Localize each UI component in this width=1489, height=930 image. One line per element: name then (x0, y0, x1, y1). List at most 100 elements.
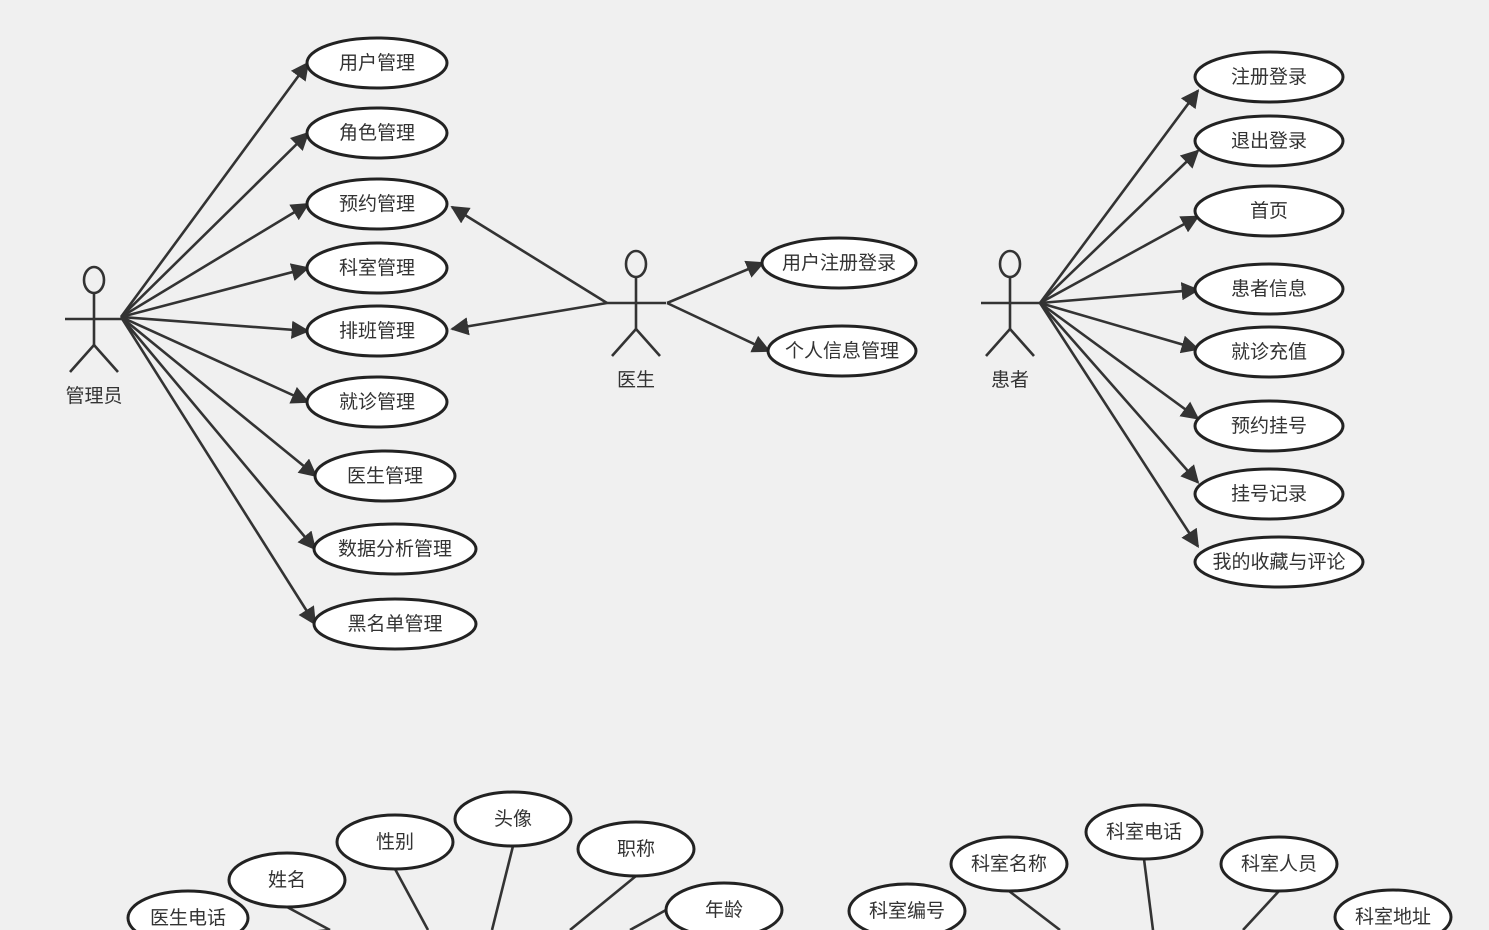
doctor-attribute[interactable]: 头像 (453, 790, 573, 848)
association-arrow (1039, 301, 1200, 354)
use-case-ellipse[interactable] (576, 820, 696, 878)
use-case-ellipse[interactable] (847, 882, 967, 930)
patient-use-case[interactable]: 预约挂号 (1193, 399, 1345, 453)
use-case-label: 挂号记录 (1231, 483, 1307, 505)
association-arrow (1038, 89, 1200, 304)
use-case-ellipse[interactable] (312, 522, 478, 576)
use-case-ellipse[interactable] (760, 236, 918, 290)
use-case-label: 预约挂号 (1231, 415, 1307, 437)
actor-head (82, 265, 106, 295)
use-case-ellipse[interactable] (335, 813, 455, 871)
attribute-connector (1008, 889, 1061, 930)
attribute-connector (569, 874, 637, 930)
patient-use-case[interactable]: 患者信息 (1193, 262, 1345, 316)
use-case-ellipse[interactable] (664, 881, 784, 930)
use-case-ellipse[interactable] (1193, 467, 1345, 521)
actor-leg (635, 328, 661, 357)
doctor-attribute[interactable]: 年龄 (664, 881, 784, 930)
doctor-attribute[interactable]: 性别 (335, 813, 455, 871)
doctor-use-case[interactable]: 个人信息管理 (766, 324, 918, 378)
use-case-label: 排班管理 (339, 320, 415, 342)
use-case-ellipse[interactable] (949, 835, 1069, 893)
department-attribute[interactable]: 科室地址 (1333, 888, 1453, 930)
patient-use-case[interactable]: 首页 (1193, 184, 1345, 238)
use-case-label: 用户注册登录 (782, 252, 896, 274)
use-case-label: 科室管理 (339, 257, 415, 279)
department-attribute[interactable]: 科室电话 (1084, 803, 1204, 861)
actor-doctor: 医生 (607, 249, 666, 391)
attribute-connector (286, 905, 331, 930)
use-case-label: 职称 (617, 838, 655, 860)
admin-use-case[interactable]: 角色管理 (305, 106, 449, 160)
use-case-ellipse[interactable] (453, 790, 573, 848)
use-case-label: 就诊管理 (339, 391, 415, 413)
use-case-label: 科室编号 (869, 900, 945, 922)
association-arrow (666, 260, 765, 305)
use-case-ellipse[interactable] (126, 889, 250, 930)
association-arrow (1038, 302, 1200, 548)
admin-use-case[interactable]: 科室管理 (305, 241, 449, 295)
admin-use-case[interactable]: 黑名单管理 (312, 597, 478, 651)
actor-label: 管理员 (65, 385, 122, 407)
use-case-ellipse[interactable] (305, 375, 449, 429)
doctor-use-case[interactable]: 用户注册登录 (760, 236, 918, 290)
patient-use-case[interactable]: 挂号记录 (1193, 467, 1345, 521)
use-case-ellipse[interactable] (227, 851, 347, 909)
use-case-label: 就诊充值 (1231, 341, 1307, 363)
department-attribute[interactable]: 科室编号 (847, 882, 967, 930)
use-case-ellipse[interactable] (305, 304, 449, 358)
use-case-ellipse[interactable] (1193, 114, 1345, 168)
doctor-attribute[interactable]: 医生电话 (126, 889, 250, 930)
use-case-label: 头像 (494, 808, 532, 830)
admin-use-case[interactable]: 数据分析管理 (312, 522, 478, 576)
association-arrow (1039, 215, 1200, 305)
use-case-label: 退出登录 (1231, 130, 1307, 152)
use-case-label: 姓名 (268, 869, 306, 891)
actor-leg (985, 328, 1011, 357)
use-case-ellipse[interactable] (1193, 325, 1345, 379)
use-case-ellipse[interactable] (1193, 50, 1345, 104)
actor-label: 医生 (617, 369, 655, 391)
admin-use-case[interactable]: 医生管理 (313, 449, 457, 503)
attribute-connector (1242, 890, 1280, 930)
actor-leg (1009, 328, 1035, 357)
use-case-label: 黑名单管理 (347, 613, 442, 635)
use-case-ellipse[interactable] (1084, 803, 1204, 861)
association-arrow (1039, 301, 1200, 420)
attribute-connector (393, 868, 430, 930)
use-case-label: 科室人员 (1241, 853, 1317, 875)
association-arrow (450, 301, 608, 336)
admin-use-case[interactable]: 就诊管理 (305, 375, 449, 429)
use-case-ellipse[interactable] (1193, 262, 1345, 316)
use-case-ellipse[interactable] (313, 449, 457, 503)
use-case-label: 首页 (1250, 200, 1288, 222)
patient-use-case[interactable]: 我的收藏与评论 (1193, 535, 1365, 589)
doctor-attribute[interactable]: 姓名 (227, 851, 347, 909)
use-case-ellipse[interactable] (1219, 835, 1339, 893)
department-attribute[interactable]: 科室名称 (949, 835, 1069, 893)
use-case-ellipse[interactable] (312, 597, 478, 651)
actor-leg (93, 344, 119, 373)
use-case-label: 我的收藏与评论 (1212, 551, 1345, 573)
admin-use-case[interactable]: 排班管理 (305, 304, 449, 358)
patient-use-case[interactable]: 就诊充值 (1193, 325, 1345, 379)
use-case-ellipse[interactable] (1193, 184, 1345, 238)
use-case-ellipse[interactable] (766, 324, 918, 378)
admin-use-case[interactable]: 用户管理 (305, 36, 449, 90)
admin-use-case[interactable]: 预约管理 (305, 177, 449, 231)
use-case-ellipse[interactable] (1333, 888, 1453, 930)
use-case-ellipse[interactable] (305, 177, 449, 231)
use-case-ellipse[interactable] (305, 241, 449, 295)
patient-use-case[interactable]: 注册登录 (1193, 50, 1345, 104)
association-arrow (120, 315, 318, 478)
patient-use-case[interactable]: 退出登录 (1193, 114, 1345, 168)
use-case-ellipse[interactable] (305, 106, 449, 160)
doctor-attribute[interactable]: 职称 (576, 820, 696, 878)
use-case-ellipse[interactable] (1193, 535, 1365, 589)
use-case-label: 年龄 (705, 899, 743, 921)
use-case-ellipse[interactable] (1193, 399, 1345, 453)
association-arrow (1039, 149, 1200, 304)
use-case-ellipse[interactable] (305, 36, 449, 90)
department-attribute[interactable]: 科室人员 (1219, 835, 1339, 893)
